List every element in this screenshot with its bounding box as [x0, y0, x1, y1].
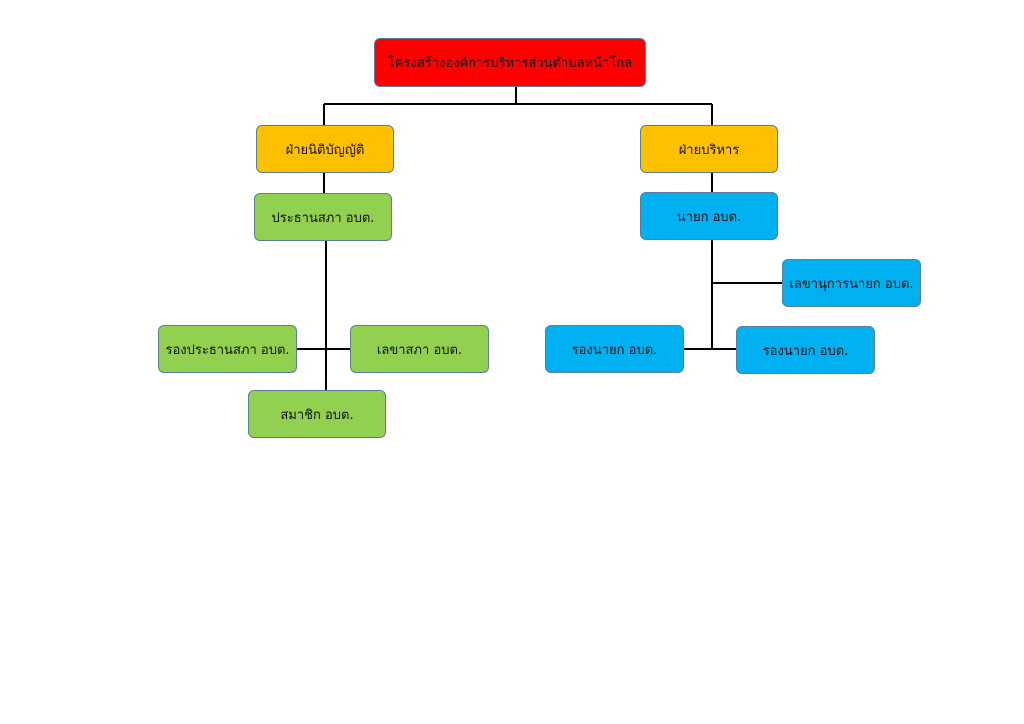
executive-connector: [684, 173, 782, 350]
mayor-box: นายก อบต.: [640, 192, 778, 240]
council-member-box: สมาชิก อบต.: [248, 390, 386, 438]
org-chart-title: โครงสร้างองค์การบริหารส่วนตำบลหน้าโกล: [374, 38, 646, 87]
council-secretary-box: เลขาสภา อบต.: [350, 325, 489, 373]
mayor-secretary-box: เลขานุการนายก อบต.: [782, 259, 921, 307]
legislative-division-box: ฝ่ายนิติบัญญัติ: [256, 125, 394, 173]
deputy-mayor-box-1: รองนายก อบต.: [545, 325, 684, 373]
legislative-connector: [297, 173, 350, 390]
title-connector: [323, 87, 713, 125]
deputy-speaker-box: รองประธานสภา อบต.: [158, 325, 297, 373]
deputy-mayor-box-2: รองนายก อบต.: [736, 326, 875, 374]
executive-division-box: ฝ่ายบริหาร: [640, 125, 778, 173]
council-speaker-box: ประธานสภา อบต.: [254, 193, 392, 241]
